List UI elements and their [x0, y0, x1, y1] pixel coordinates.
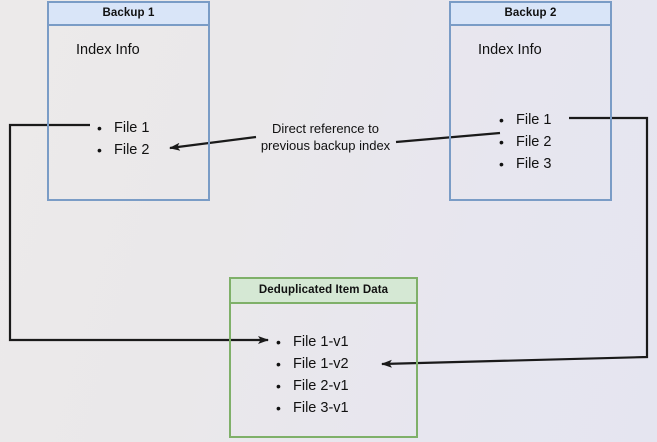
list-item: File 1: [97, 117, 149, 139]
backup-2-body: Index Info File 1 File 2 File 3: [451, 26, 610, 199]
list-item: File 1-v2: [276, 353, 349, 375]
backup-2-box: Backup 2 Index Info File 1 File 2 File 3: [449, 1, 612, 201]
list-item: File 3-v1: [276, 397, 349, 419]
backup-1-box: Backup 1 Index Info File 1 File 2: [47, 1, 210, 201]
deduplicated-file-list: File 1-v1 File 1-v2 File 2-v1 File 3-v1: [276, 331, 349, 419]
connector-annotation: Direct reference to previous backup inde…: [248, 120, 403, 154]
list-item: File 1: [499, 109, 551, 131]
annotation-line-2: previous backup index: [260, 138, 391, 153]
list-item: File 2: [97, 139, 149, 161]
deduplicated-item-data-body: File 1-v1 File 1-v2 File 2-v1 File 3-v1: [231, 304, 416, 436]
backup-2-file-list: File 1 File 2 File 3: [499, 109, 551, 175]
list-item: File 3: [499, 153, 551, 175]
list-item: File 2: [499, 131, 551, 153]
deduplicated-item-data-box: Deduplicated Item Data File 1-v1 File 1-…: [229, 277, 418, 438]
backup-2-index-info-label: Index Info: [478, 42, 542, 58]
list-item: File 2-v1: [276, 375, 349, 397]
backup-1-file-list: File 1 File 2: [97, 117, 149, 161]
backup-1-body: Index Info File 1 File 2: [49, 26, 208, 199]
backup-1-header: Backup 1: [49, 3, 208, 26]
annotation-line-1: Direct reference to: [272, 121, 379, 136]
backup-1-index-info-label: Index Info: [76, 42, 140, 58]
list-item: File 1-v1: [276, 331, 349, 353]
backup-2-header: Backup 2: [451, 3, 610, 26]
deduplicated-item-data-header: Deduplicated Item Data: [231, 279, 416, 304]
